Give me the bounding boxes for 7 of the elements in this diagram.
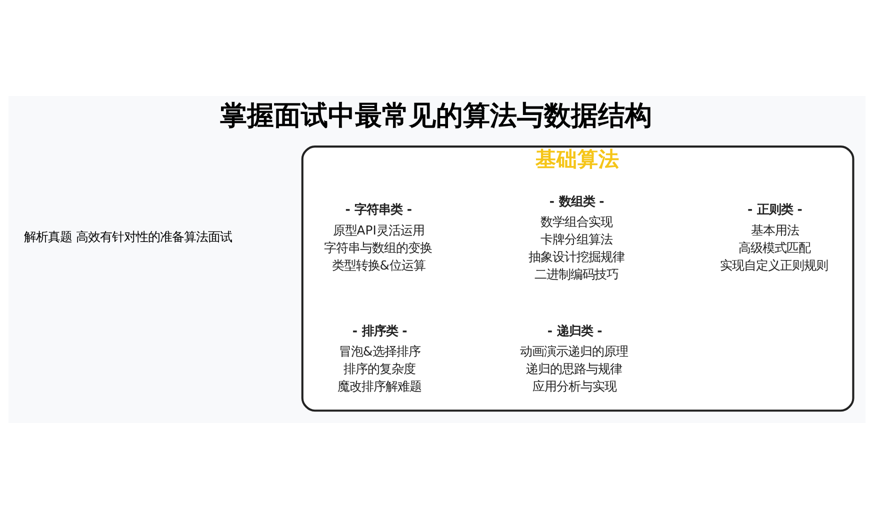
node-text: - 正则类 - 基本用法 高级模式匹配 实现自定义正则规则 [720,202,828,272]
diagram-title: 掌握面试中最常见的算法与数据结构 [220,100,652,132]
node-text: - 字符串类 - 原型API灵活运用 字符串与数组的变换 类型转换&位运算 [324,202,432,272]
node-text: - 递归类 - 动画演示递归的原理 递归的思路与规律 应用分析与实现 [520,324,628,394]
node-text: - 数组类 - 数学组合实现 卡牌分组算法 抽象设计挖掘规律 二进制编码技巧 [528,194,624,282]
node-text: - 排序类 - 冒泡&选择排序 排序的复杂度 魔改排序解难题 [337,324,422,394]
label: 解析真题 高效有针对性的准备算法面试 [24,230,232,244]
